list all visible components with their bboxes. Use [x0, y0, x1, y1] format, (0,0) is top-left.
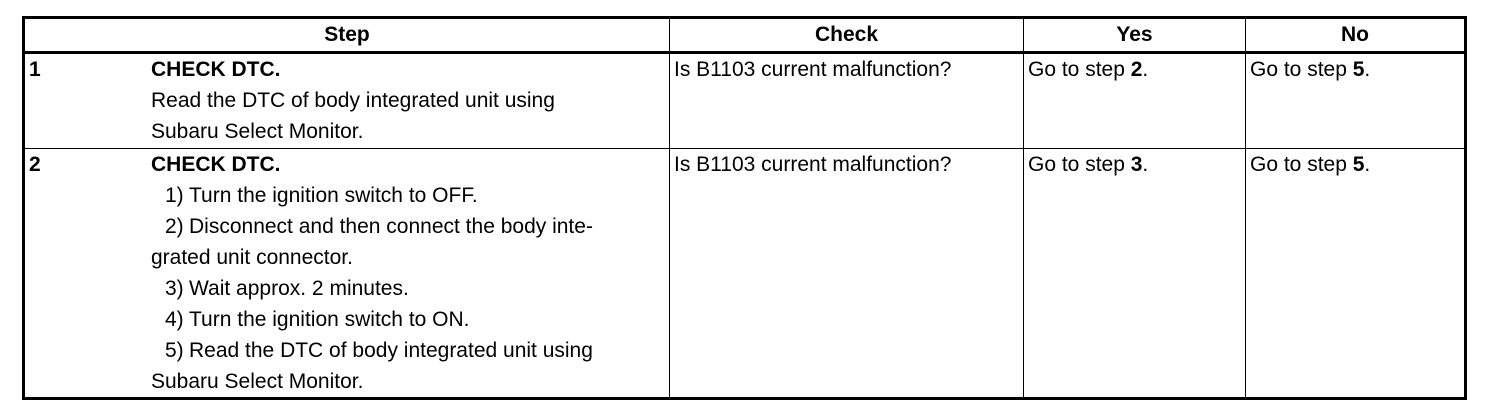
no-prefix: Go to step — [1250, 153, 1353, 176]
table-row: 2 CHECK DTC. 1)Turn the ignition switch … — [23, 148, 1466, 399]
step-title: CHECK DTC. — [151, 153, 281, 176]
header-yes: Yes — [1023, 17, 1246, 54]
substep-continuation: grated unit connector. — [151, 242, 665, 273]
substep-text: Turn the ignition switch to ON. — [189, 308, 470, 331]
step-body: CHECK DTC. 1)Turn the ignition switch to… — [151, 149, 665, 397]
substep-text: Turn the ignition switch to OFF. — [189, 184, 478, 207]
no-prefix: Go to step — [1250, 58, 1353, 81]
yes-cell: Go to step 2. — [1023, 52, 1246, 149]
table-header-row: Step Check Yes No — [23, 17, 1466, 54]
substep-text: Read the DTC of body integrated unit usi… — [189, 339, 593, 362]
no-cell: Go to step 5. — [1245, 52, 1466, 149]
no-step-number: 5 — [1352, 153, 1365, 176]
check-cell: Is B1103 current malfunction? — [669, 148, 1024, 399]
substep-text: Subaru Select Monitor. — [151, 370, 364, 393]
step-cell: 1 CHECK DTC. Read the DTC of body integr… — [23, 52, 670, 149]
substep: 2)Disconnect and then connect the body i… — [151, 211, 665, 242]
substep-number: 5) — [165, 339, 184, 362]
check-cell: Is B1103 current malfunction? — [669, 52, 1024, 149]
header-step: Step — [23, 17, 670, 54]
substep-continuation: Subaru Select Monitor. — [151, 366, 665, 397]
substep-text: grated unit connector. — [151, 246, 353, 269]
substep-number: 3) — [165, 277, 184, 300]
yes-step-number: 3 — [1130, 153, 1143, 176]
yes-suffix: . — [1142, 58, 1149, 81]
step-number: 1 — [29, 58, 41, 81]
yes-cell: Go to step 3. — [1023, 148, 1246, 399]
header-check: Check — [669, 17, 1024, 54]
diagnostic-procedure: Step Check Yes No 1 CHECK DTC. Read the … — [22, 16, 1467, 400]
yes-prefix: Go to step — [1028, 58, 1131, 81]
step-body: CHECK DTC. Read the DTC of body integrat… — [151, 54, 665, 147]
step-cell: 2 CHECK DTC. 1)Turn the ignition switch … — [23, 148, 670, 399]
substep-text: Disconnect and then connect the body int… — [189, 215, 593, 238]
no-suffix: . — [1364, 153, 1371, 176]
no-step-number: 5 — [1352, 58, 1365, 81]
header-no: No — [1245, 17, 1466, 54]
step-title: CHECK DTC. — [151, 58, 281, 81]
no-suffix: . — [1364, 58, 1371, 81]
substep-text: Wait approx. 2 minutes. — [189, 277, 409, 300]
diagnostic-table: Step Check Yes No 1 CHECK DTC. Read the … — [22, 16, 1467, 400]
yes-prefix: Go to step — [1028, 153, 1131, 176]
substep: 1)Turn the ignition switch to OFF. — [151, 180, 665, 211]
yes-suffix: . — [1142, 153, 1149, 176]
substep-number: 1) — [165, 184, 184, 207]
step-text-line: Read the DTC of body integrated unit usi… — [151, 89, 555, 112]
yes-step-number: 2 — [1130, 58, 1143, 81]
substep-number: 2) — [165, 215, 184, 238]
substep-number: 4) — [165, 308, 184, 331]
no-cell: Go to step 5. — [1245, 148, 1466, 399]
step-text-line: Subaru Select Monitor. — [151, 120, 364, 143]
substep: 5)Read the DTC of body integrated unit u… — [151, 335, 665, 366]
substep: 3)Wait approx. 2 minutes. — [151, 273, 665, 304]
step-number: 2 — [29, 153, 41, 176]
substep: 4)Turn the ignition switch to ON. — [151, 304, 665, 335]
table-row: 1 CHECK DTC. Read the DTC of body integr… — [23, 52, 1466, 149]
